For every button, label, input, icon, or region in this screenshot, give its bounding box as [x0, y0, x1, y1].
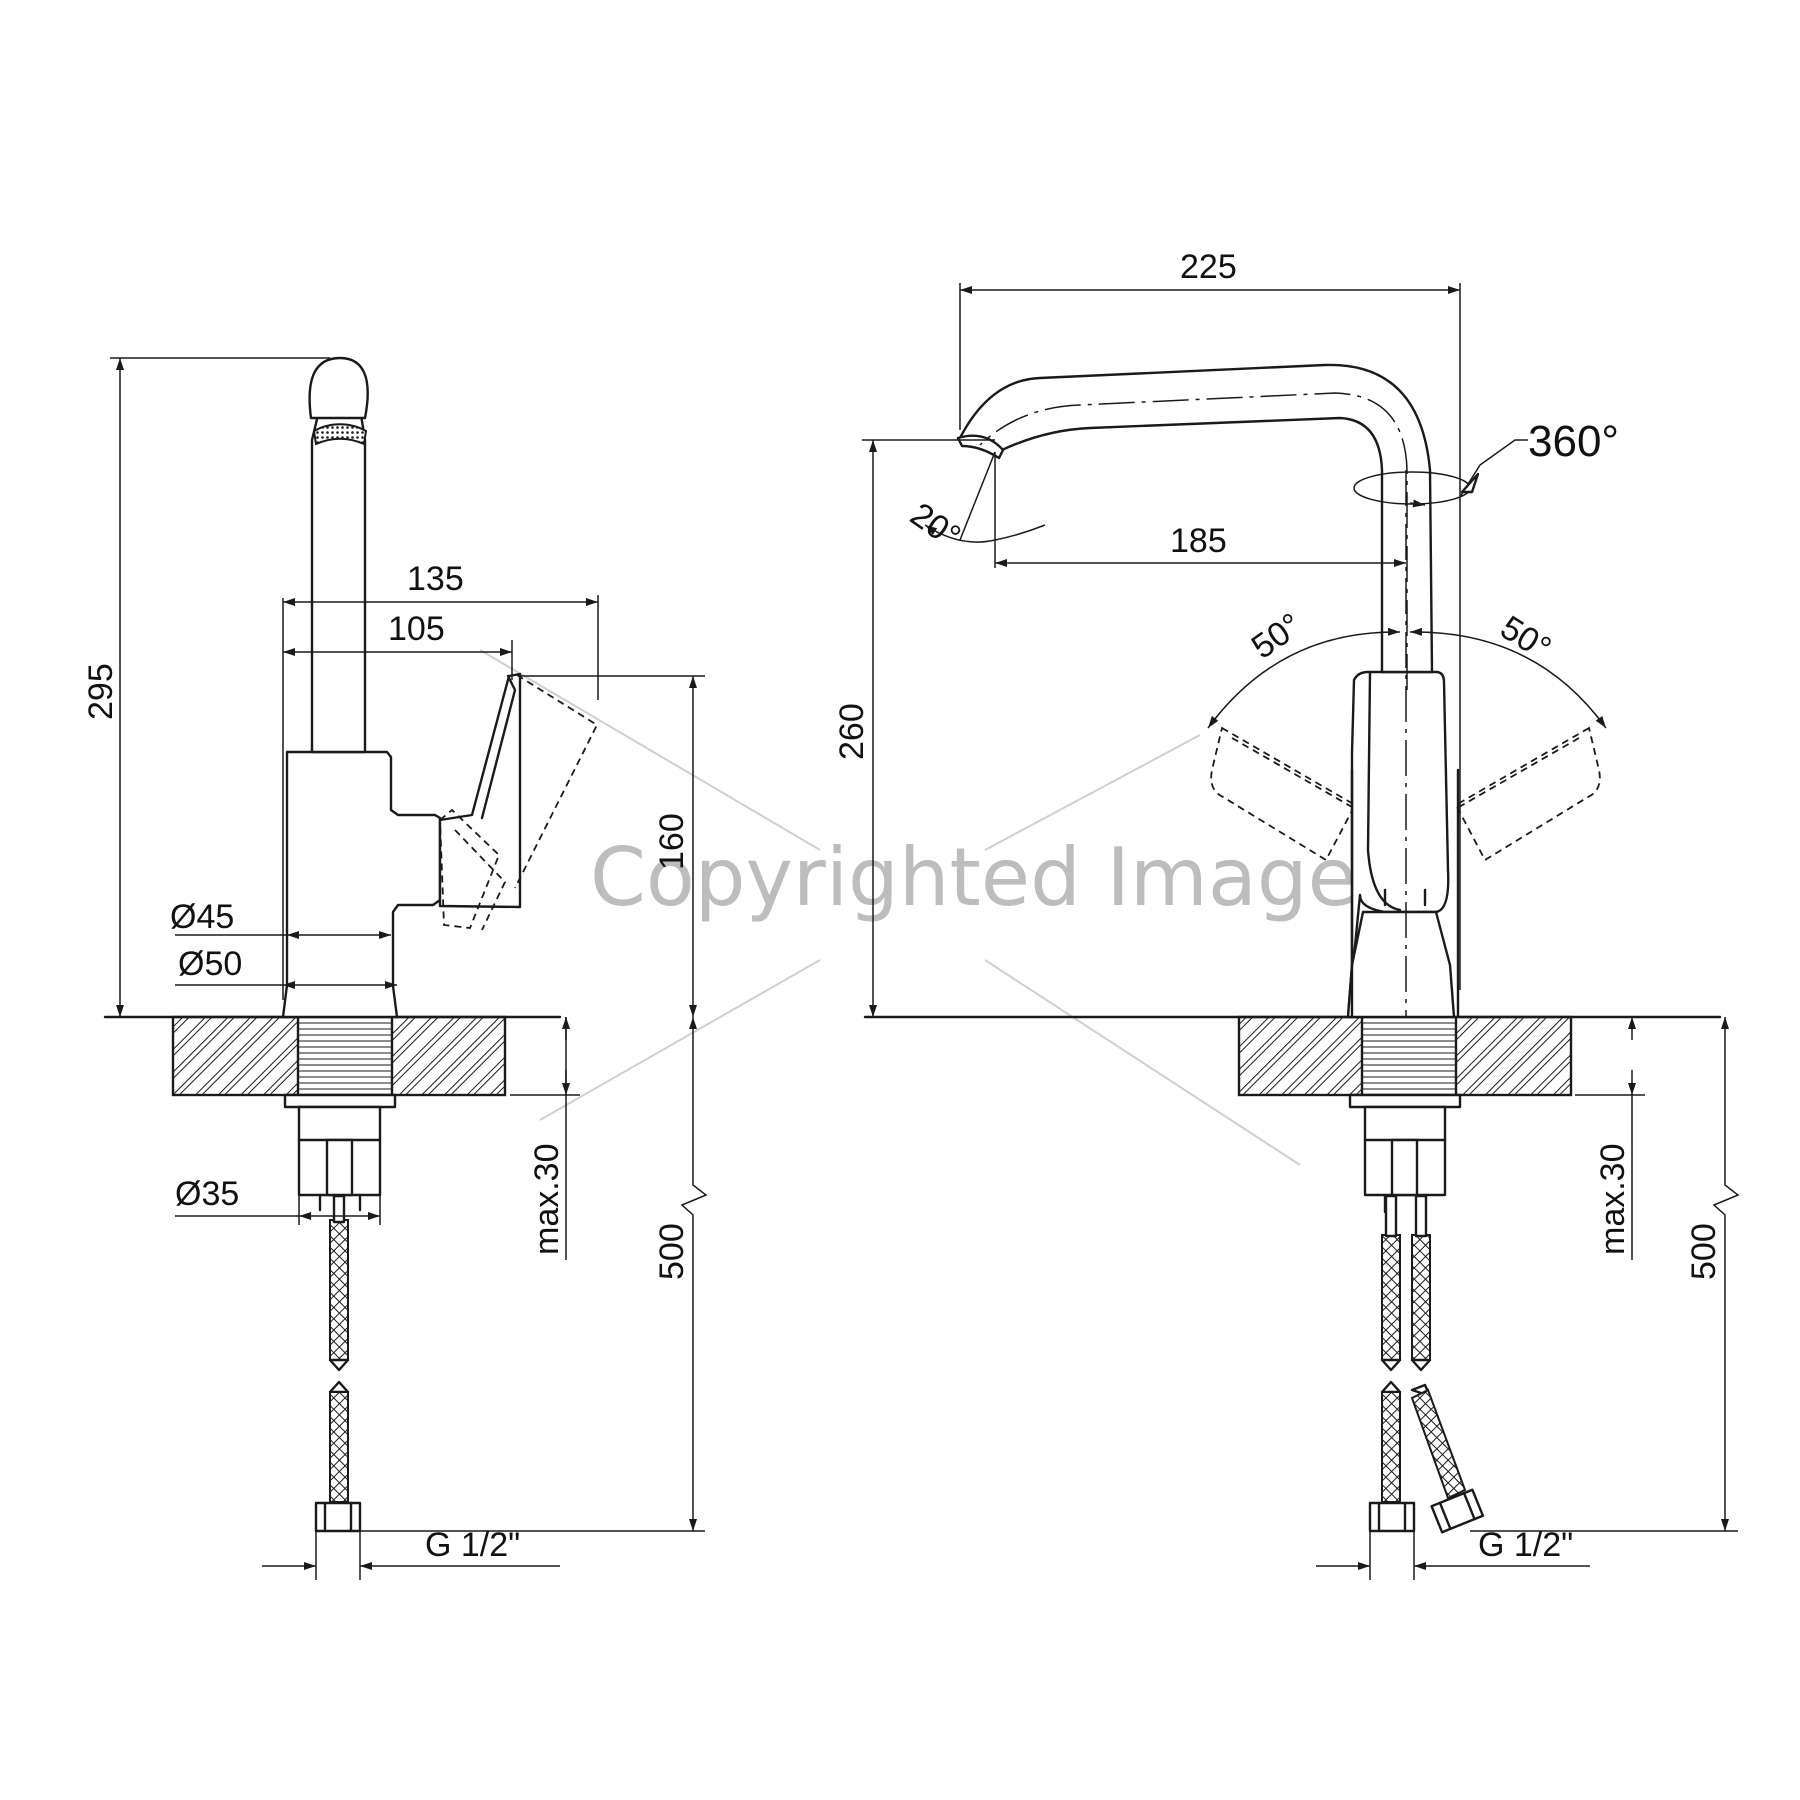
spout-top-side — [308, 356, 369, 420]
side-view: 295 135 105 160 Ø45 Ø50 Ø35 ma — [82, 356, 708, 1580]
aerator-side — [312, 423, 368, 446]
dim-hose-500-front: 500 — [1685, 1223, 1723, 1280]
dim-max-30-front: max.30 — [1594, 1144, 1632, 1256]
dim-thread-g12: G 1/2" — [425, 1526, 520, 1564]
angle-lever-right: 50° — [1494, 609, 1558, 668]
dim-reach-135: 135 — [407, 560, 464, 598]
lever-handle-side — [438, 672, 522, 909]
hose-lower-side — [329, 1391, 349, 1503]
dim-dia-50: Ø50 — [178, 945, 242, 983]
hose-connector-front-left — [1368, 1501, 1416, 1533]
rotation-360: 360° — [1528, 417, 1619, 466]
thread-shank-right — [1360, 1015, 1458, 1097]
front-view: 360° 20° 225 185 260 50° 50° — [833, 248, 1740, 1580]
hose-upper-side — [329, 1219, 349, 1361]
thread-shank-left — [296, 1015, 394, 1097]
dim-reach-225: 225 — [1180, 248, 1237, 286]
hose-right-front — [1411, 1234, 1431, 1361]
dim-height-260: 260 — [833, 703, 871, 760]
angle-lever-left: 50° — [1245, 606, 1309, 667]
faucet-body-side — [281, 750, 442, 1019]
dim-max-30: max.30 — [528, 1144, 566, 1256]
angle-20: 20° — [903, 495, 967, 556]
lever-ghost-right — [1454, 726, 1601, 862]
hose-connector-side — [314, 1501, 362, 1533]
watermark-text: Copyrighted Image — [590, 831, 1357, 924]
dim-hose-500: 500 — [653, 1223, 691, 1280]
dim-height-160: 160 — [653, 813, 691, 870]
dim-dia-45: Ø45 — [170, 898, 234, 936]
lever-ghost-left — [1210, 726, 1357, 862]
spout-side — [310, 413, 367, 754]
watermark: Copyrighted Image — [479, 649, 1357, 1166]
dim-dia-35: Ø35 — [175, 1175, 239, 1213]
dim-height-295: 295 — [82, 663, 120, 720]
dim-reach-185: 185 — [1170, 522, 1227, 560]
spout-front — [958, 363, 1434, 674]
dim-reach-105: 105 — [388, 610, 445, 648]
hose-connector-front-right — [1430, 1488, 1485, 1534]
hose-left-front — [1381, 1234, 1401, 1361]
lock-nut-side — [283, 1093, 397, 1109]
dim-thread-g12-front: G 1/2" — [1478, 1526, 1573, 1564]
lock-nut-front — [1348, 1093, 1462, 1109]
